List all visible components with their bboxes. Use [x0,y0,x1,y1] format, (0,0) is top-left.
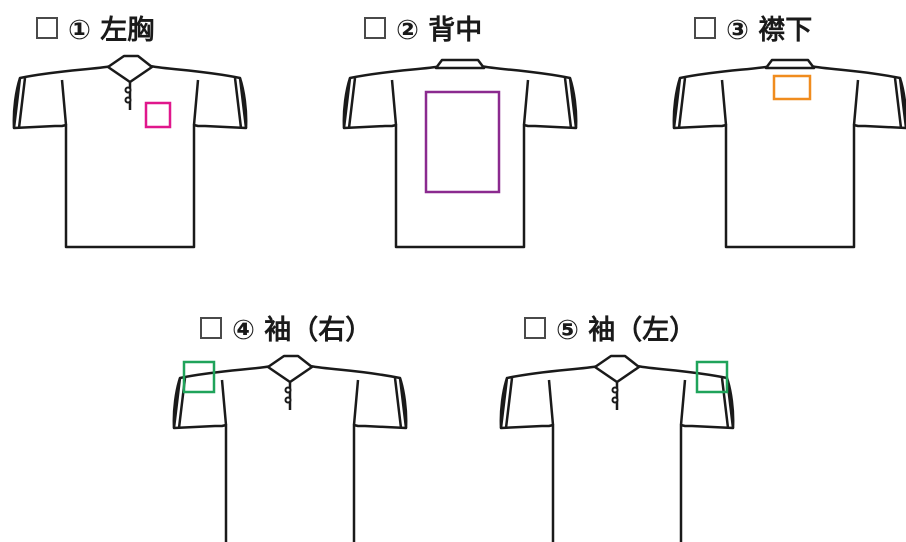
option-back[interactable]: ② 背中 [364,8,482,47]
print-area-under-collar [772,74,812,101]
option-left-sleeve[interactable]: ⑤ 袖（左） [524,308,696,347]
option-back-label: ② 背中 [396,15,483,46]
option-right-sleeve-label: ④ 袖（右） [232,315,373,346]
polo-front-right-sleeve [172,354,408,542]
polo-front-left-sleeve [499,354,735,542]
checkbox-left-sleeve[interactable] [524,316,546,339]
checkbox-back[interactable] [364,16,386,39]
polo-back [342,58,578,249]
checkbox-under-collar[interactable] [694,16,716,39]
polo-front-left-chest [12,54,248,249]
option-left-sleeve-label: ⑤ 袖（左） [556,315,697,346]
option-left-chest-label: ① 左胸 [68,15,155,46]
checkbox-left-chest[interactable] [36,16,58,39]
polo-back-under-collar [672,58,906,249]
print-area-left-chest [144,101,172,129]
option-under-collar-label: ③ 襟下 [726,15,813,46]
option-left-chest[interactable]: ① 左胸 [36,8,154,47]
print-area-right-sleeve [182,360,216,394]
option-right-sleeve[interactable]: ④ 袖（右） [200,308,372,347]
checkbox-right-sleeve[interactable] [200,316,222,339]
option-under-collar[interactable]: ③ 襟下 [694,8,812,47]
print-area-back [424,90,501,194]
print-area-left-sleeve [695,360,729,394]
